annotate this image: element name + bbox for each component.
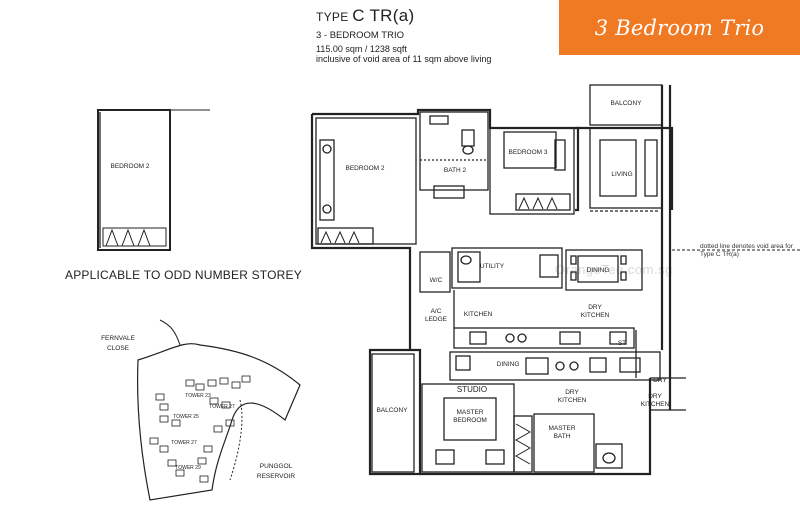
unit-subtitle: 3 - BEDROOM TRIO: [316, 30, 404, 41]
master-bath-label-2: BATH: [554, 433, 571, 440]
balcony-top-label: BALCONY: [610, 100, 642, 107]
road-label-2: CLOSE: [107, 345, 130, 352]
master-bath-label-1: MASTER: [548, 425, 575, 432]
ac-ledge-label-2: LEDGE: [425, 316, 448, 323]
unit-area: 115.00 sqm / 1238 sqft: [316, 44, 407, 54]
unit-area-note: inclusive of void area of 11 sqm above l…: [316, 54, 492, 64]
tower-label-5: TOWER 29: [175, 465, 201, 471]
tower-label-4: TOWER 27: [171, 440, 197, 446]
room-bedroom-3: [489, 127, 575, 215]
room-master-bath: [533, 413, 623, 473]
studio-dry-kitchen-label-2: KITCHEN: [558, 397, 587, 404]
master-bedroom-label-1: MASTER: [456, 409, 483, 416]
reservoir-label-2: RESERVOIR: [257, 473, 295, 480]
bath-2-label: BATH 2: [444, 167, 467, 174]
void-area-note: dotted line denotes void area for Type C…: [700, 243, 793, 258]
studio-dining-label: DINING: [497, 361, 520, 368]
living-label: LIVING: [611, 171, 632, 178]
studio-kitchen: [449, 351, 661, 381]
reservoir-label-1: PUNGGOL: [260, 463, 293, 470]
dry-kitchen-right-label-1: DRY: [648, 393, 662, 400]
room-master-bedroom: [421, 383, 533, 473]
room-living: [589, 84, 663, 212]
site-plan: [137, 319, 301, 501]
room-dining: [565, 249, 643, 291]
unit-type-banner: 3 Bedroom Trio: [559, 0, 800, 55]
odd-bedroom-2-label: BEDROOM 2: [110, 163, 149, 170]
st-label: ST: [618, 340, 626, 347]
dry-kitchen-label-2: KITCHEN: [581, 312, 610, 319]
studio-dry-kitchen-label-1: DRY: [565, 389, 579, 396]
bedroom-3-label: BEDROOM 3: [508, 149, 547, 156]
balcony-bottom-label: BALCONY: [376, 407, 408, 414]
right-side-details: [635, 249, 800, 411]
type-code: C TR(a): [352, 6, 415, 25]
bedroom-2-label: BEDROOM 2: [345, 165, 384, 172]
odd-storey-caption: APPLICABLE TO ODD NUMBER STOREY: [65, 268, 302, 282]
type-prefix: TYPE: [316, 10, 349, 24]
watermark: OrangeTee.com.sg: [555, 262, 673, 277]
unit-type-heading: TYPE C TR(a): [316, 6, 414, 26]
studio-label: STUDIO: [457, 385, 487, 394]
kitchen-label: KITCHEN: [464, 311, 493, 318]
dry-kitchen-label-1: DRY: [588, 304, 602, 311]
dry-kitchen-right-label-2: KITCHEN: [641, 401, 670, 408]
kitchen-counters: [453, 290, 635, 349]
master-bedroom-label-2: BEDROOM: [453, 417, 487, 424]
road-label-1: FERNVALE: [101, 335, 135, 342]
room-utility: [419, 247, 563, 293]
room-bedroom-2: [315, 117, 417, 245]
utility-label: UTILITY: [480, 263, 505, 270]
dry-right-label: DRY: [653, 377, 667, 384]
tower-label-2: TOWER 25: [173, 414, 199, 420]
tower-label-1: TOWER 23: [185, 393, 211, 399]
odd-storey-inset: [97, 109, 210, 251]
tower-label-3: TOWER 27: [209, 404, 235, 410]
dining-label: DINING: [587, 267, 610, 274]
banner-title: 3 Bedroom Trio: [594, 15, 765, 40]
wc-label: W/C: [430, 277, 443, 284]
ac-ledge-label-1: A/C: [431, 308, 442, 315]
room-bath-2: [419, 111, 489, 199]
room-balcony-bottom: [371, 353, 415, 473]
